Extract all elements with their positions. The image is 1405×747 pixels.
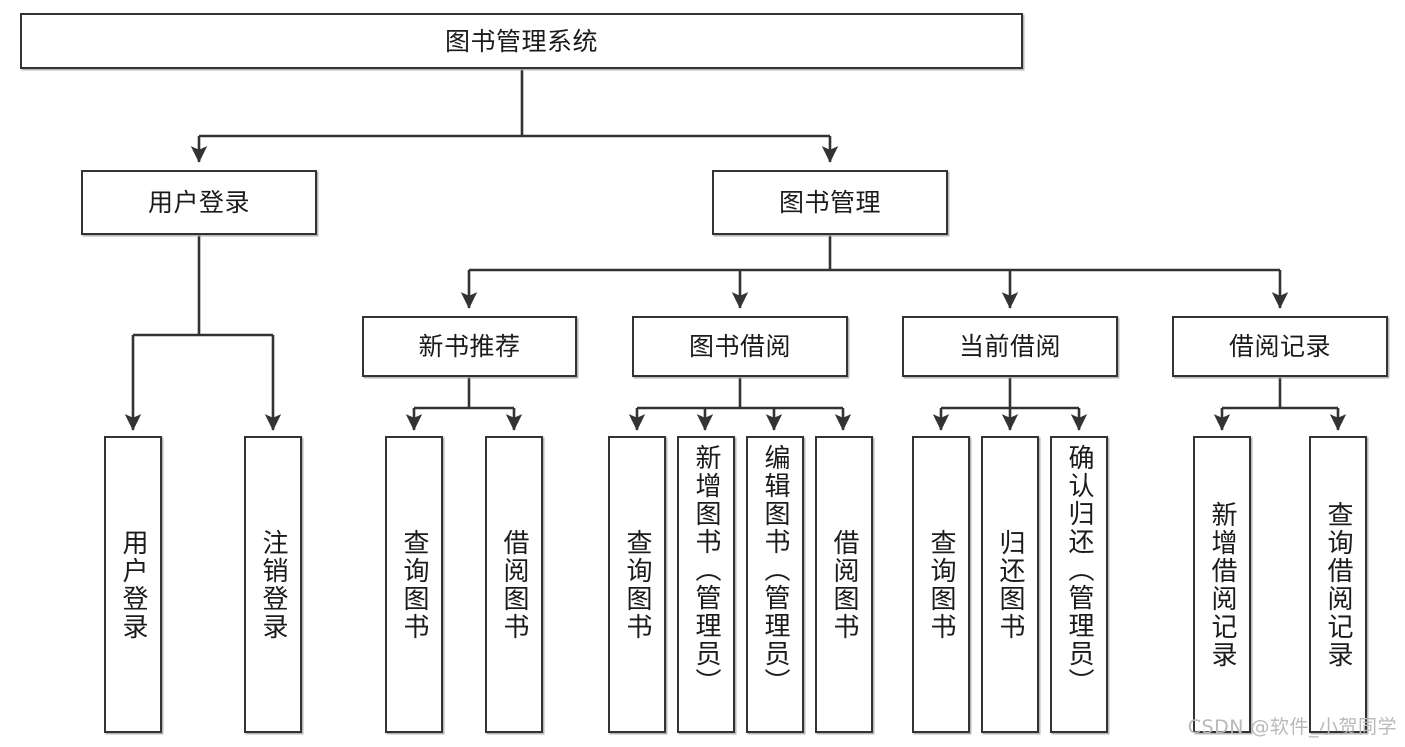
node-book-borrow[interactable]: 图书借阅 xyxy=(632,316,848,377)
leaf-query-book-2-label: 查询图书 xyxy=(622,528,652,641)
node-new-book-recommend[interactable]: 新书推荐 xyxy=(362,316,577,377)
leaf-borrow-book-1-label: 借阅图书 xyxy=(499,528,529,641)
node-user-login-label: 用户登录 xyxy=(147,188,250,217)
leaf-return-book[interactable]: 归还图书 xyxy=(981,436,1039,733)
node-book-borrow-label: 图书借阅 xyxy=(688,332,791,361)
leaf-query-borrow-record-label: 查询借阅记录 xyxy=(1323,500,1353,669)
leaf-borrow-book-2[interactable]: 借阅图书 xyxy=(815,436,873,733)
leaf-user-login[interactable]: 用户登录 xyxy=(104,436,162,733)
node-book-management[interactable]: 图书管理 xyxy=(712,170,948,235)
leaf-query-book-3[interactable]: 查询图书 xyxy=(912,436,970,733)
node-book-management-label: 图书管理 xyxy=(778,188,881,217)
csdn-watermark: CSDN @软件_小贺同学 xyxy=(1187,716,1397,738)
node-new-book-recommend-label: 新书推荐 xyxy=(418,332,521,361)
leaf-query-book-3-label: 查询图书 xyxy=(926,528,956,641)
leaf-logout-login[interactable]: 注销登录 xyxy=(244,436,302,733)
leaf-user-login-label: 用户登录 xyxy=(118,528,148,641)
leaf-logout-login-label: 注销登录 xyxy=(258,528,288,641)
leaf-edit-book-admin[interactable]: 编辑图书（管理员） xyxy=(746,436,804,733)
node-current-borrow[interactable]: 当前借阅 xyxy=(902,316,1118,377)
node-root[interactable]: 图书管理系统 xyxy=(20,13,1023,69)
leaf-query-book-2[interactable]: 查询图书 xyxy=(608,436,666,733)
leaf-add-borrow-record[interactable]: 新增借阅记录 xyxy=(1193,436,1251,733)
leaf-confirm-return-admin[interactable]: 确认归还（管理员） xyxy=(1050,436,1108,733)
node-root-label: 图书管理系统 xyxy=(444,26,598,56)
leaf-query-book-1-label: 查询图书 xyxy=(399,528,429,641)
leaf-return-book-label: 归还图书 xyxy=(995,528,1025,641)
leaf-add-book-admin-label: 新增图书（管理员） xyxy=(691,444,721,696)
node-borrow-record[interactable]: 借阅记录 xyxy=(1172,316,1388,377)
leaf-add-borrow-record-label: 新增借阅记录 xyxy=(1207,500,1237,669)
node-current-borrow-label: 当前借阅 xyxy=(958,332,1061,361)
leaf-borrow-book-2-label: 借阅图书 xyxy=(829,528,859,641)
leaf-borrow-book-1[interactable]: 借阅图书 xyxy=(485,436,543,733)
node-user-login[interactable]: 用户登录 xyxy=(81,170,317,235)
leaf-query-book-1[interactable]: 查询图书 xyxy=(385,436,443,733)
leaf-edit-book-admin-label: 编辑图书（管理员） xyxy=(760,444,790,696)
leaf-confirm-return-admin-label: 确认归还（管理员） xyxy=(1064,444,1094,696)
node-borrow-record-label: 借阅记录 xyxy=(1228,332,1331,361)
leaf-add-book-admin[interactable]: 新增图书（管理员） xyxy=(677,436,735,733)
leaf-query-borrow-record[interactable]: 查询借阅记录 xyxy=(1309,436,1367,733)
